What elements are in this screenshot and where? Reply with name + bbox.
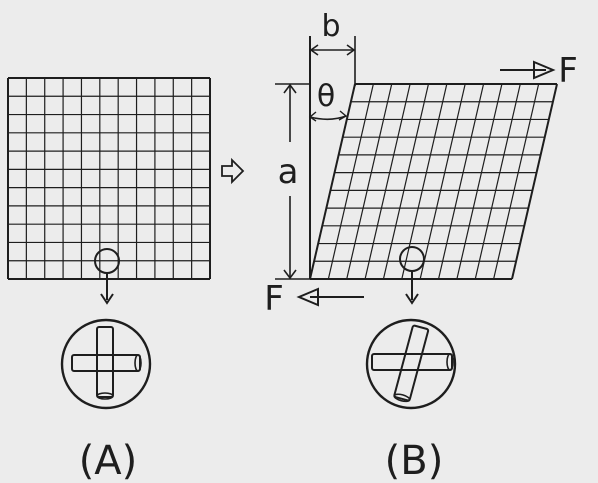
grid-line bbox=[456, 83, 503, 280]
grid-line bbox=[382, 83, 430, 280]
grid-line bbox=[401, 83, 448, 280]
grid-line bbox=[511, 83, 558, 280]
grid-b bbox=[309, 83, 558, 280]
grid-line bbox=[493, 83, 540, 280]
caption-b: (B) bbox=[385, 438, 444, 483]
label-force-top: F bbox=[558, 51, 578, 91]
label-b: b bbox=[321, 9, 340, 44]
grid-a bbox=[7, 77, 211, 280]
zoom-arrow-b bbox=[405, 271, 419, 305]
fiber-detail-a bbox=[60, 318, 152, 410]
grid-line bbox=[419, 83, 466, 280]
dimension-a: a bbox=[275, 83, 310, 280]
label-force-bottom: F bbox=[264, 279, 284, 319]
panel-b: b θ a F F bbox=[264, 9, 578, 483]
angle-theta: θ bbox=[308, 79, 348, 122]
dimension-b: b bbox=[309, 9, 356, 86]
hollow-right-arrow-icon bbox=[221, 157, 245, 185]
grid-line bbox=[327, 83, 374, 280]
zoom-arrow-a bbox=[100, 273, 114, 305]
fiber-detail-b bbox=[365, 318, 457, 410]
grid-line bbox=[437, 83, 485, 280]
label-theta: θ bbox=[317, 79, 335, 114]
panel-a: (A) bbox=[7, 77, 211, 483]
grid-line bbox=[309, 83, 356, 280]
marker-circle-b bbox=[399, 246, 425, 272]
grid-line bbox=[346, 83, 393, 280]
label-a: a bbox=[278, 152, 299, 192]
grid-line bbox=[364, 83, 411, 280]
force-arrow-top: F bbox=[500, 51, 578, 91]
caption-a: (A) bbox=[79, 438, 138, 483]
grid-line bbox=[474, 83, 521, 280]
force-arrow-bottom: F bbox=[264, 279, 364, 319]
